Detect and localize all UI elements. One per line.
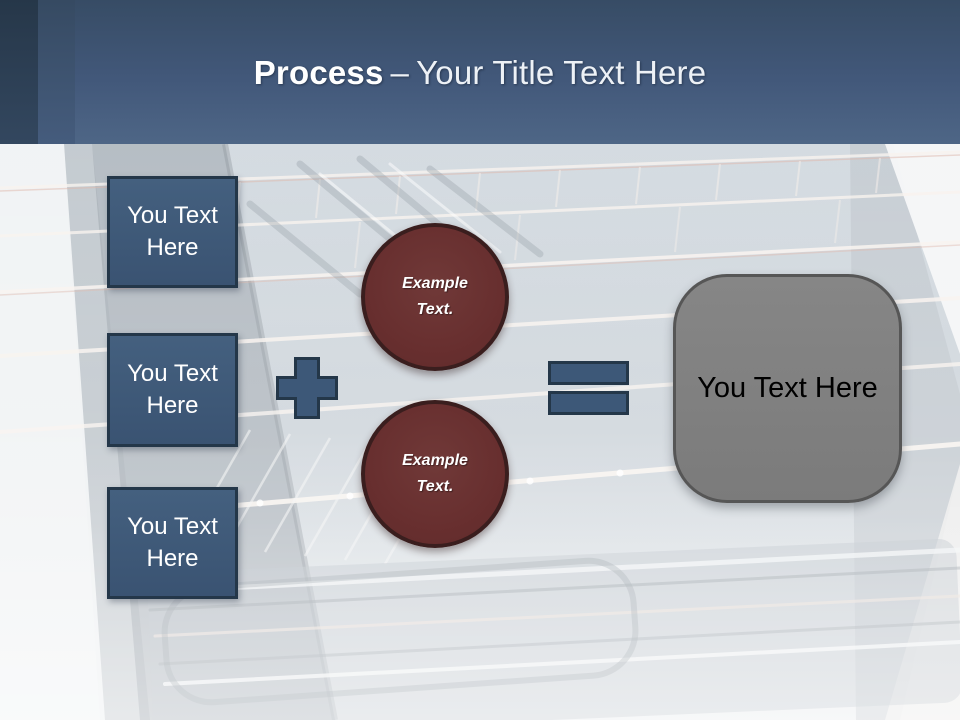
process-step-box-2: You Text Here bbox=[107, 333, 238, 447]
circle-label: Example Text. bbox=[402, 275, 468, 318]
equals-bar-bottom bbox=[548, 391, 629, 415]
step-label: You Text Here bbox=[127, 202, 218, 261]
process-step-box-1: You Text Here bbox=[107, 176, 238, 288]
result-label: You Text Here bbox=[697, 372, 878, 404]
title-subtitle: Your Title Text Here bbox=[416, 54, 707, 91]
example-circle-2: Example Text. bbox=[361, 400, 509, 548]
header-stripe-dark bbox=[0, 0, 38, 144]
title-bar: Process–Your Title Text Here bbox=[0, 0, 960, 144]
example-circle-1: Example Text. bbox=[361, 223, 509, 371]
process-step-box-3: You Text Here bbox=[107, 487, 238, 599]
title-separator: – bbox=[390, 54, 410, 91]
equals-icon bbox=[548, 361, 629, 415]
plus-icon bbox=[276, 357, 338, 421]
equals-bar-top bbox=[548, 361, 629, 385]
result-box: You Text Here bbox=[673, 274, 902, 503]
slide-title: Process–Your Title Text Here bbox=[0, 54, 960, 92]
title-keyword: Process bbox=[253, 54, 384, 91]
step-label: You Text Here bbox=[127, 513, 218, 572]
header-stripe-medium bbox=[38, 0, 75, 144]
step-label: You Text Here bbox=[127, 360, 218, 419]
circle-label: Example Text. bbox=[402, 452, 468, 495]
